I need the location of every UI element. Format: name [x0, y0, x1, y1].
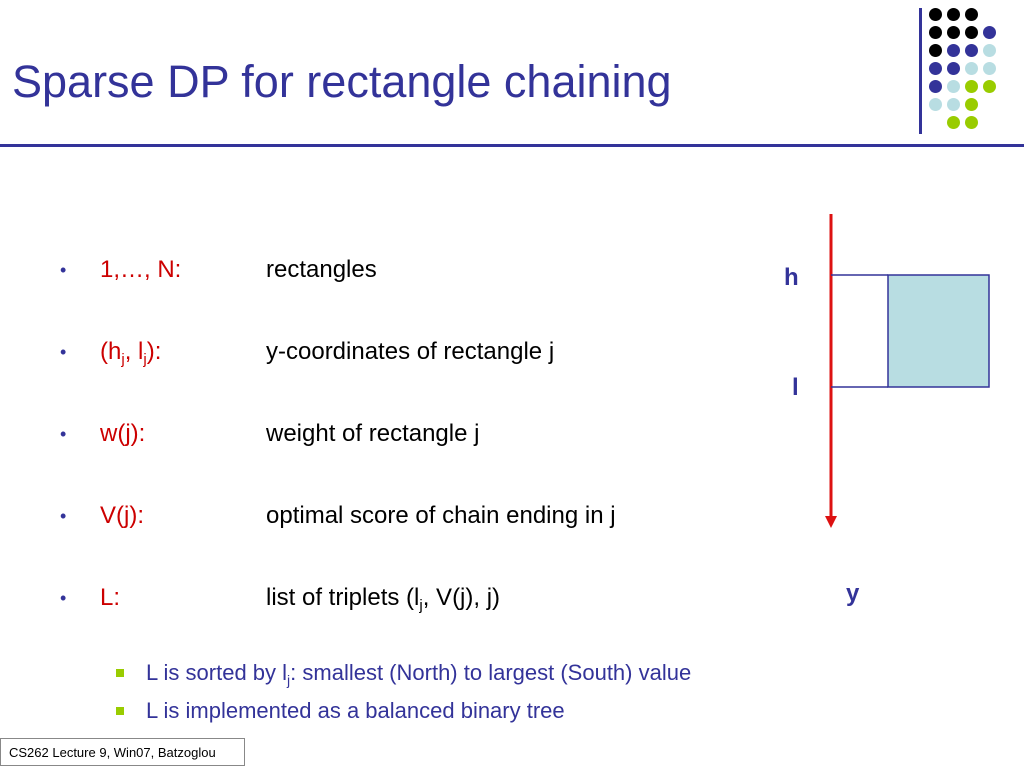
bullet-description: y-coordinates of rectangle j	[266, 338, 555, 365]
sub-bullet-text: L is implemented as a balanced binary tr…	[146, 698, 565, 723]
bullet-term: w(j):	[100, 420, 146, 447]
label-y: y	[846, 580, 860, 607]
footer-credit: CS262 Lecture 9, Win07, Batzoglou	[0, 738, 245, 766]
decor-dot	[947, 116, 960, 129]
bullet-list: • 1,…, N: rectangles • (hj, lj): y-coord…	[60, 256, 692, 723]
decor-dot	[965, 80, 978, 93]
bullet-dot: •	[60, 506, 67, 526]
bullet-description: list of triplets (lj, V(j), j)	[266, 584, 501, 614]
decor-dot	[929, 80, 942, 93]
decor-dot	[929, 44, 942, 57]
decor-dot	[983, 62, 996, 75]
decor-dot	[929, 26, 942, 39]
decor-vertical-bar	[919, 8, 922, 134]
diagram-svg	[825, 214, 990, 528]
bullet-description: optimal score of chain ending in j	[266, 502, 616, 529]
decor-dot	[929, 98, 942, 111]
decor-dot	[965, 116, 978, 129]
y-axis-arrowhead	[825, 516, 837, 528]
slide-title: Sparse DP for rectangle chaining	[12, 56, 672, 107]
title-underline	[0, 144, 1024, 147]
bullet-term: L:	[100, 584, 121, 611]
bullet-term: 1,…, N:	[100, 256, 182, 283]
sub-bullet-square-icon	[116, 669, 124, 677]
decor-dot	[947, 44, 960, 57]
decor-dot	[983, 44, 996, 57]
bullet-dot: •	[60, 588, 67, 608]
sub-bullet-square-icon	[116, 707, 124, 715]
decor-dot	[965, 62, 978, 75]
label-h: h	[784, 264, 799, 291]
decor-dot	[983, 26, 996, 39]
bullet-dot: •	[60, 424, 67, 444]
decor-dot	[947, 8, 960, 21]
decor-dot	[947, 62, 960, 75]
rectangle-j	[887, 274, 990, 388]
decor-dot-grid	[927, 6, 1022, 138]
bullet-description: weight of rectangle j	[266, 420, 480, 447]
decor-dot	[965, 98, 978, 111]
decor-dot	[965, 44, 978, 57]
bullet-term: V(j):	[100, 502, 144, 529]
decor-dot	[947, 26, 960, 39]
decor-dot	[947, 98, 960, 111]
bullet-dot: •	[60, 342, 67, 362]
decor-dot	[929, 62, 942, 75]
decor-dot	[983, 80, 996, 93]
bullet-term: (hj, lj):	[100, 338, 162, 368]
rectangle-diagram: h l y	[760, 200, 1020, 620]
decor-dot	[947, 80, 960, 93]
bullet-description: rectangles	[266, 256, 377, 283]
bullet-dot: •	[60, 260, 67, 280]
decor-dot	[965, 26, 978, 39]
decor-dot	[929, 8, 942, 21]
label-l: l	[792, 374, 799, 401]
sub-bullet-text: L is sorted by lj: smallest (North) to l…	[146, 660, 692, 688]
decor-dot	[965, 8, 978, 21]
